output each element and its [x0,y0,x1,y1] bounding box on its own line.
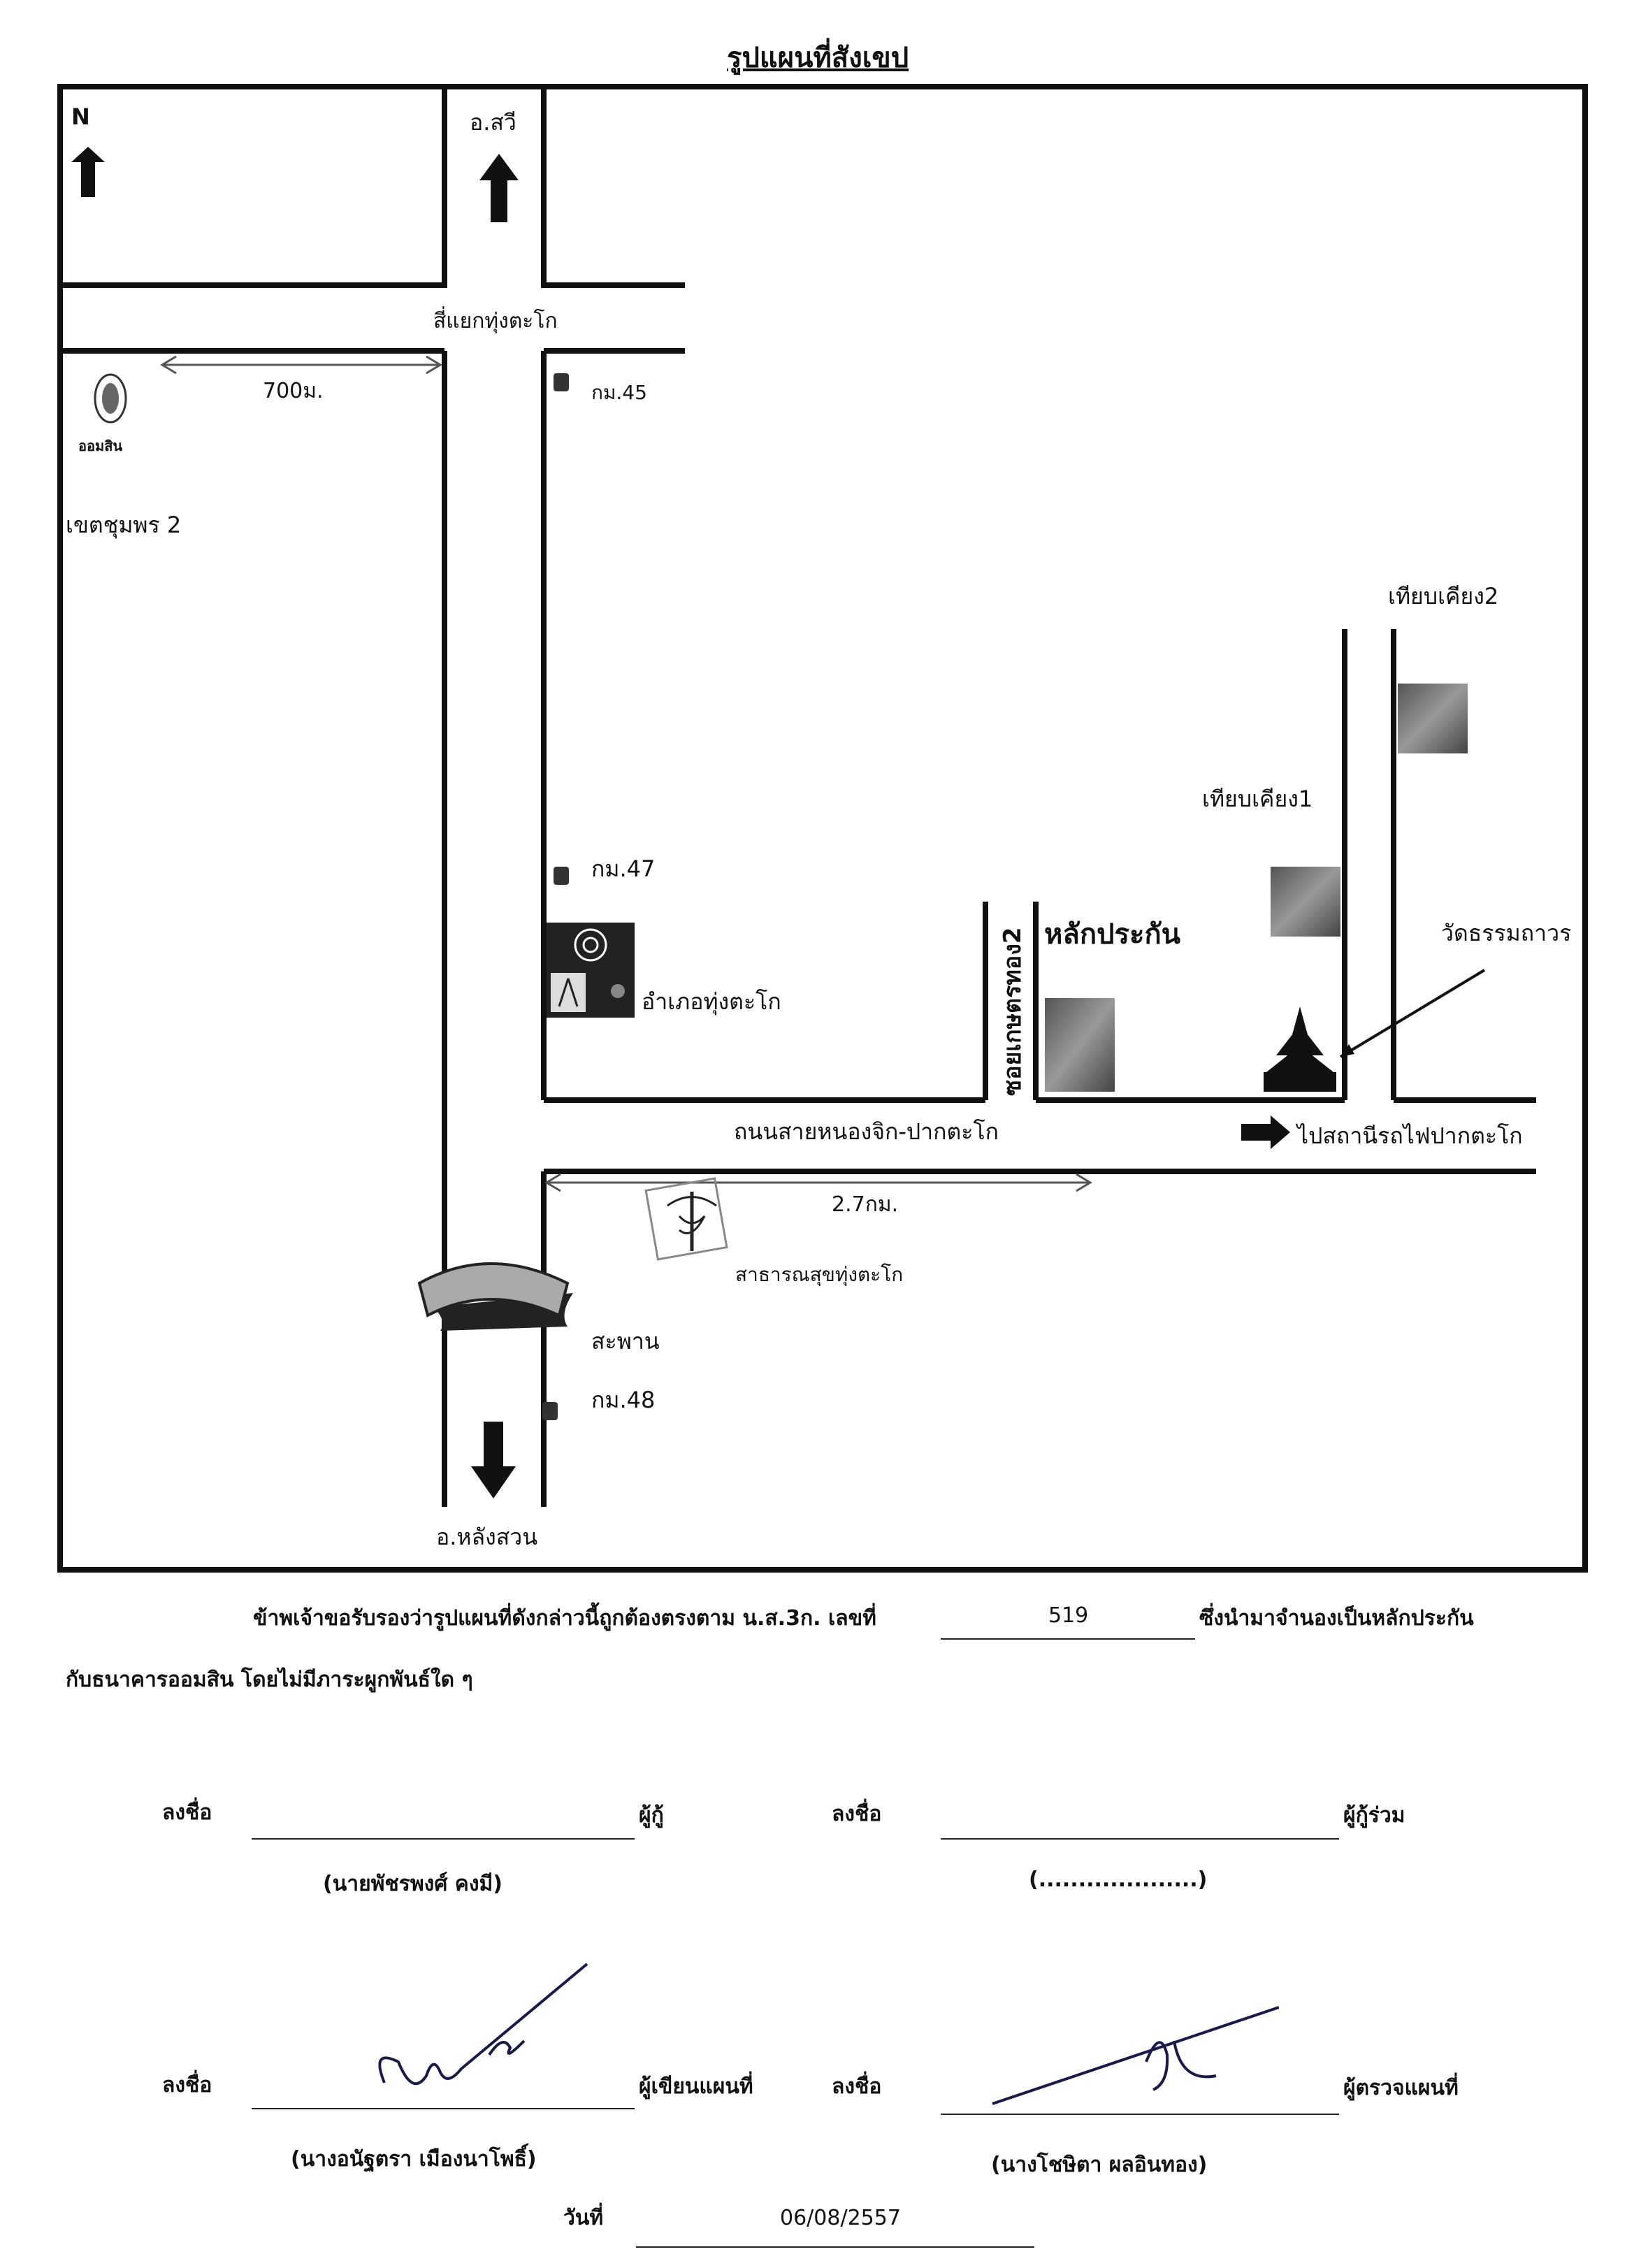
drawer-sign-label: ลงชื่อ [162,2073,212,2097]
borrower-name: (นายพัชรพงศ์ คงมี) [323,1872,503,1896]
km47-label: กม.47 [591,855,656,882]
neighbor1-label: เทียบเคียง1 [1202,786,1313,812]
date-label: วันที่ [563,2206,604,2230]
coborrower-name: (....................) [1029,1868,1208,1892]
km48-label: กม.48 [591,1387,656,1413]
deed-number: 519 [1048,1603,1089,1628]
km45-label: กม.45 [591,381,647,404]
drawer-name: (นางอนัฐตรา เมืองนาโพธิ์) [291,2147,537,2172]
intersection-label: สี่แยกทุ่งตะโก [433,309,558,333]
nw-block [60,84,447,288]
checker-signature-icon [992,2006,1279,2105]
coborrower-sign-label: ลงชื่อ [832,1802,882,1826]
coborrower-sign-line [941,1838,1339,1840]
district-office-label: อำเภอทุ่งตะโก [642,988,781,1015]
health-center-icon [644,1177,728,1261]
distance-2.7km-arrow [544,1173,1092,1192]
checker-sign-line [941,2114,1339,2115]
temple-pointer [1339,969,1486,1058]
drawer-role: ผู้เขียนแผนที่ [639,2074,753,2099]
temple-label: วัดธรรมถาวร [1441,920,1572,946]
drawer-signature-icon [378,1963,588,2086]
km47-post-icon [554,867,569,885]
drawer-sign-line [252,2108,635,2109]
north-destination-label: อ.สวี [470,109,516,136]
distance-700m-label: 700ม. [263,379,324,403]
borrower-role: ผู้กู้ [639,1803,664,1828]
km48-post-icon [542,1402,558,1420]
north-arrow-shape [71,147,105,197]
checker-role: ผู้ตรวจแผนที่ [1343,2076,1459,2100]
neighbor2-label: เทียบเคียง2 [1388,583,1499,609]
soi-label: ซอยเกษตรทอง2 [999,927,1027,1096]
distance-700m-arrow [160,355,442,375]
neighbor1-photo [1271,867,1340,937]
cert-line2: กับธนาคารออมสิน โดยไม่มีภาระผูกพันธ์ใด ๆ [66,1668,473,1692]
collateral-label: หลักประกัน [1044,918,1181,951]
to-station-label: ไปสถานีรถไฟปากตะโก [1297,1122,1523,1149]
bank-branch-label: เขตชุมพร 2 [66,512,182,538]
south-destination-label: อ.หลังสวน [436,1524,538,1550]
down-arrow-icon [471,1422,516,1498]
main-road-label: ถนนสายหนองจิก-ปากตะโก [734,1118,999,1145]
km45-post-icon [554,373,569,391]
collateral-photo [1045,998,1115,1092]
distance-2.7km-label: 2.7กม. [832,1192,899,1217]
health-center-label: สาธารณสุขทุ่งตะโก [735,1263,904,1286]
date-value: 06/08/2557 [780,2206,901,2230]
cert-line1-suffix: ซึ่งนำมาจำนองเป็นหลักประกัน [1199,1606,1474,1631]
neighbor2-photo [1398,684,1468,753]
coborrower-role: ผู้กู้ร่วม [1343,1803,1405,1828]
map-frame [57,84,1588,1573]
borrower-sign-label: ลงชื่อ [162,1800,212,1825]
up-arrow-icon [479,154,519,222]
bridge-label: สะพาน [591,1328,660,1355]
north-road-east-edge [541,87,685,288]
district-office-icon [547,923,635,1018]
bank-logo-text: ออมสิน [78,438,123,454]
page-title: รูปแผนที่สังเขป [727,42,909,74]
right-arrow-icon [1241,1115,1290,1149]
checker-sign-label: ลงชื่อ [832,2074,882,2099]
date-line [636,2246,1034,2248]
bank-logo-icon [94,373,127,424]
temple-icon [1264,1006,1336,1092]
borrower-sign-line [252,1838,635,1840]
cert-line1-prefix: ข้าพเจ้าขอรับรองว่ารูปแผนที่ดังกล่าวนี้ถ… [253,1606,876,1631]
north-label: N [71,103,90,130]
bridge-icon [417,1262,573,1331]
deed-number-line [941,1638,1195,1640]
checker-name: (นางโชษิตา ผลอินทอง) [991,2153,1208,2177]
